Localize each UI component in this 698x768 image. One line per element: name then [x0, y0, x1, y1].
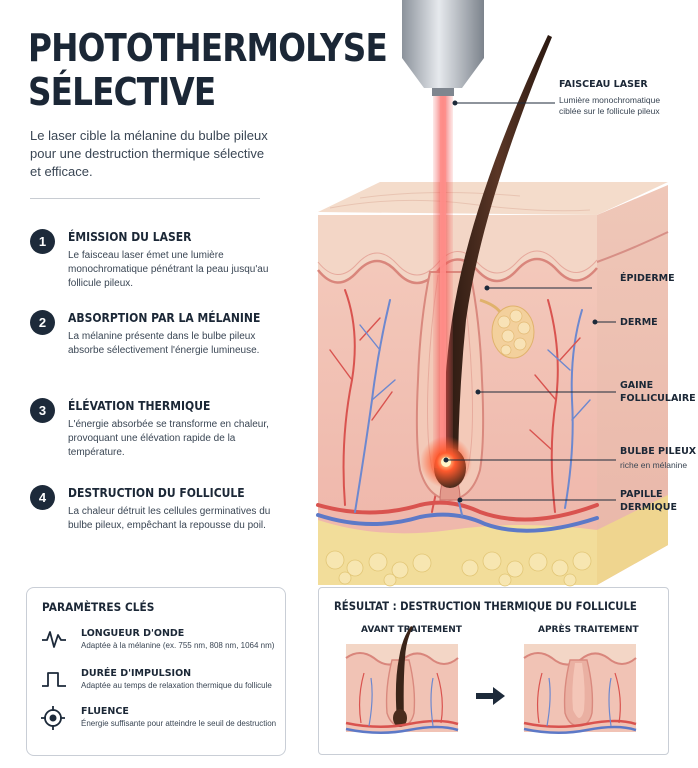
param-description: Adaptée à la mélanine (ex. 755 nm, 808 n… — [81, 641, 275, 650]
param-label: FLUENCE — [81, 706, 129, 717]
callout-derme: DERME — [620, 317, 658, 328]
step-description: L'énergie absorbée se transforme en chal… — [68, 419, 269, 458]
divider — [30, 198, 260, 199]
param-label: DURÉE D'IMPULSION — [81, 668, 192, 679]
step-number: 1 — [30, 229, 55, 254]
title-line-2: SÉLECTIVE — [28, 70, 216, 114]
callout-gaine-2: FOLLICULAIRE — [620, 393, 696, 404]
callout-bulbe-sub: riche en mélanine — [620, 460, 688, 470]
step-description: La chaleur détruit les cellules germinat… — [68, 506, 271, 531]
laser-handpiece — [402, 0, 484, 96]
after-label: APRÈS TRAITEMENT — [538, 625, 639, 635]
param-description: Adaptée au temps de relaxation thermique… — [81, 681, 272, 690]
callout-laser-sub-1: Lumière monochromatique — [559, 95, 661, 105]
step-number: 2 — [30, 310, 55, 335]
callout-papille-2: DERMIQUE — [620, 502, 677, 513]
epidermis — [318, 215, 597, 283]
subtitle: Le laser cible la mélanine du bulbe pile… — [30, 128, 268, 179]
wave-icon — [42, 631, 66, 648]
callout-papille-1: PAPILLE — [620, 489, 663, 500]
after-illustration — [523, 644, 637, 734]
arrow-icon — [476, 687, 505, 705]
callout-laser-sub-2: ciblée sur le follicule pileux — [559, 106, 660, 116]
result-illustrations — [345, 626, 637, 734]
param-label: LONGUEUR D'ONDE — [81, 628, 185, 639]
step-title: DESTRUCTION DU FOLLICULE — [68, 486, 245, 500]
callout-gaine-1: GAINE — [620, 380, 654, 391]
step-description: Le faisceau laser émet une lumière monoc… — [68, 250, 269, 289]
fat-layer — [318, 520, 597, 585]
page-title: PHOTOTHERMOLYSE SÉLECTIVE — [28, 26, 388, 114]
sebaceous-gland — [479, 298, 535, 359]
before-illustration — [345, 626, 459, 734]
callout-laser-title: FAISCEAU LASER — [559, 79, 648, 90]
callout-epiderme: ÉPIDERME — [620, 273, 675, 284]
block-side-fat — [597, 495, 668, 585]
key-parameters-title: PARAMÈTRES CLÉS — [42, 600, 155, 614]
result-panel: RÉSULTAT : DESTRUCTION THERMIQUE DU FOLL… — [318, 587, 669, 755]
hair-shaft — [443, 35, 552, 478]
result-title: RÉSULTAT : DESTRUCTION THERMIQUE DU FOLL… — [334, 599, 637, 613]
step-number: 3 — [30, 398, 55, 423]
step-title: ÉMISSION DU LASER — [68, 230, 192, 244]
step-title: ABSORPTION PAR LA MÉLANINE — [68, 311, 261, 325]
pulse-icon — [42, 672, 66, 687]
target-icon — [41, 706, 65, 730]
block-side-face — [597, 185, 668, 585]
step-description: La mélanine présente dans le bulbe pileu… — [68, 331, 260, 356]
key-parameters-panel: PARAMÈTRES CLÉS LONGUEUR D'ONDE Adaptée … — [26, 587, 286, 756]
step-number: 4 — [30, 485, 55, 510]
title-line-1: PHOTOTHERMOLYSE — [28, 26, 388, 70]
step-title: ÉLÉVATION THERMIQUE — [68, 399, 211, 413]
param-description: Énergie suffisante pour atteindre le seu… — [81, 719, 277, 728]
callout-bulbe: BULBE PILEUX — [620, 446, 697, 457]
